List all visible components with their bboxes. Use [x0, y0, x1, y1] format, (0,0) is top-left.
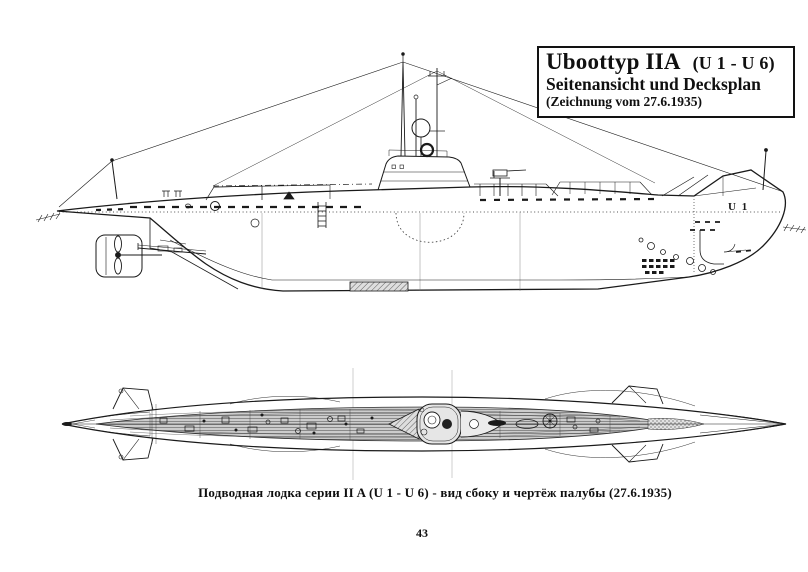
periscope-masts — [400, 52, 453, 157]
title-line-1: Uboottyp IIA (U 1 - U 6) — [546, 49, 787, 74]
stern-tip-fairing — [62, 422, 72, 426]
bow-vent-grid — [642, 259, 675, 274]
deck-ladder — [317, 202, 327, 228]
stern-planes-side — [137, 218, 239, 290]
deck-plan-drawing — [61, 368, 787, 480]
tank-top-line — [169, 239, 689, 281]
plan-rigging-curves — [229, 390, 696, 458]
bow-bulwark — [661, 174, 757, 197]
internal-frames — [261, 212, 521, 291]
title-line-2: Seitenansicht und Decksplan — [546, 74, 761, 95]
hull-number-text: U 1 — [728, 201, 749, 213]
waterline-hatching — [35, 212, 807, 234]
hatch-cover-dark — [488, 420, 506, 426]
page-number: 43 — [416, 526, 428, 540]
lifebuoy — [419, 142, 435, 158]
bow-flooding-holes — [638, 237, 716, 275]
hull-outline — [56, 169, 787, 292]
forward-railings — [474, 181, 653, 197]
windlass — [542, 413, 558, 429]
machine-gun-mount — [490, 169, 527, 196]
figure-caption: Подводная лодка серии II A (U 1 - U 6) -… — [198, 485, 672, 500]
side-view-drawing: U 1 — [35, 52, 807, 292]
jackstaff — [762, 148, 768, 191]
ballast-keel — [349, 281, 409, 292]
pressure-hull-arc — [395, 212, 465, 243]
flooding-slots — [95, 197, 755, 253]
plan-deck-seams — [109, 409, 641, 440]
periscope-plan — [442, 419, 452, 429]
title-type-name: Uboottyp IIA — [546, 49, 681, 74]
aft-superstructure — [162, 183, 373, 228]
title-boat-range: (U 1 - U 6) — [692, 53, 775, 73]
title-line-3: (Zeichnung vom 27.6.1935) — [546, 93, 703, 109]
propeller — [114, 235, 162, 275]
conning-tower-plan — [388, 403, 558, 445]
aft-radio-mast — [110, 158, 118, 200]
bow-planes-plan — [611, 385, 664, 463]
torpedo-tube-doors — [699, 230, 747, 265]
jumping-wires — [58, 61, 782, 208]
conning-tower — [377, 149, 471, 191]
deck-fittings-plan — [71, 413, 787, 435]
rudder — [95, 234, 143, 278]
title-box: Uboottyp IIA (U 1 - U 6) Seitenansicht u… — [537, 46, 795, 118]
stern-planes-plan — [112, 387, 157, 461]
